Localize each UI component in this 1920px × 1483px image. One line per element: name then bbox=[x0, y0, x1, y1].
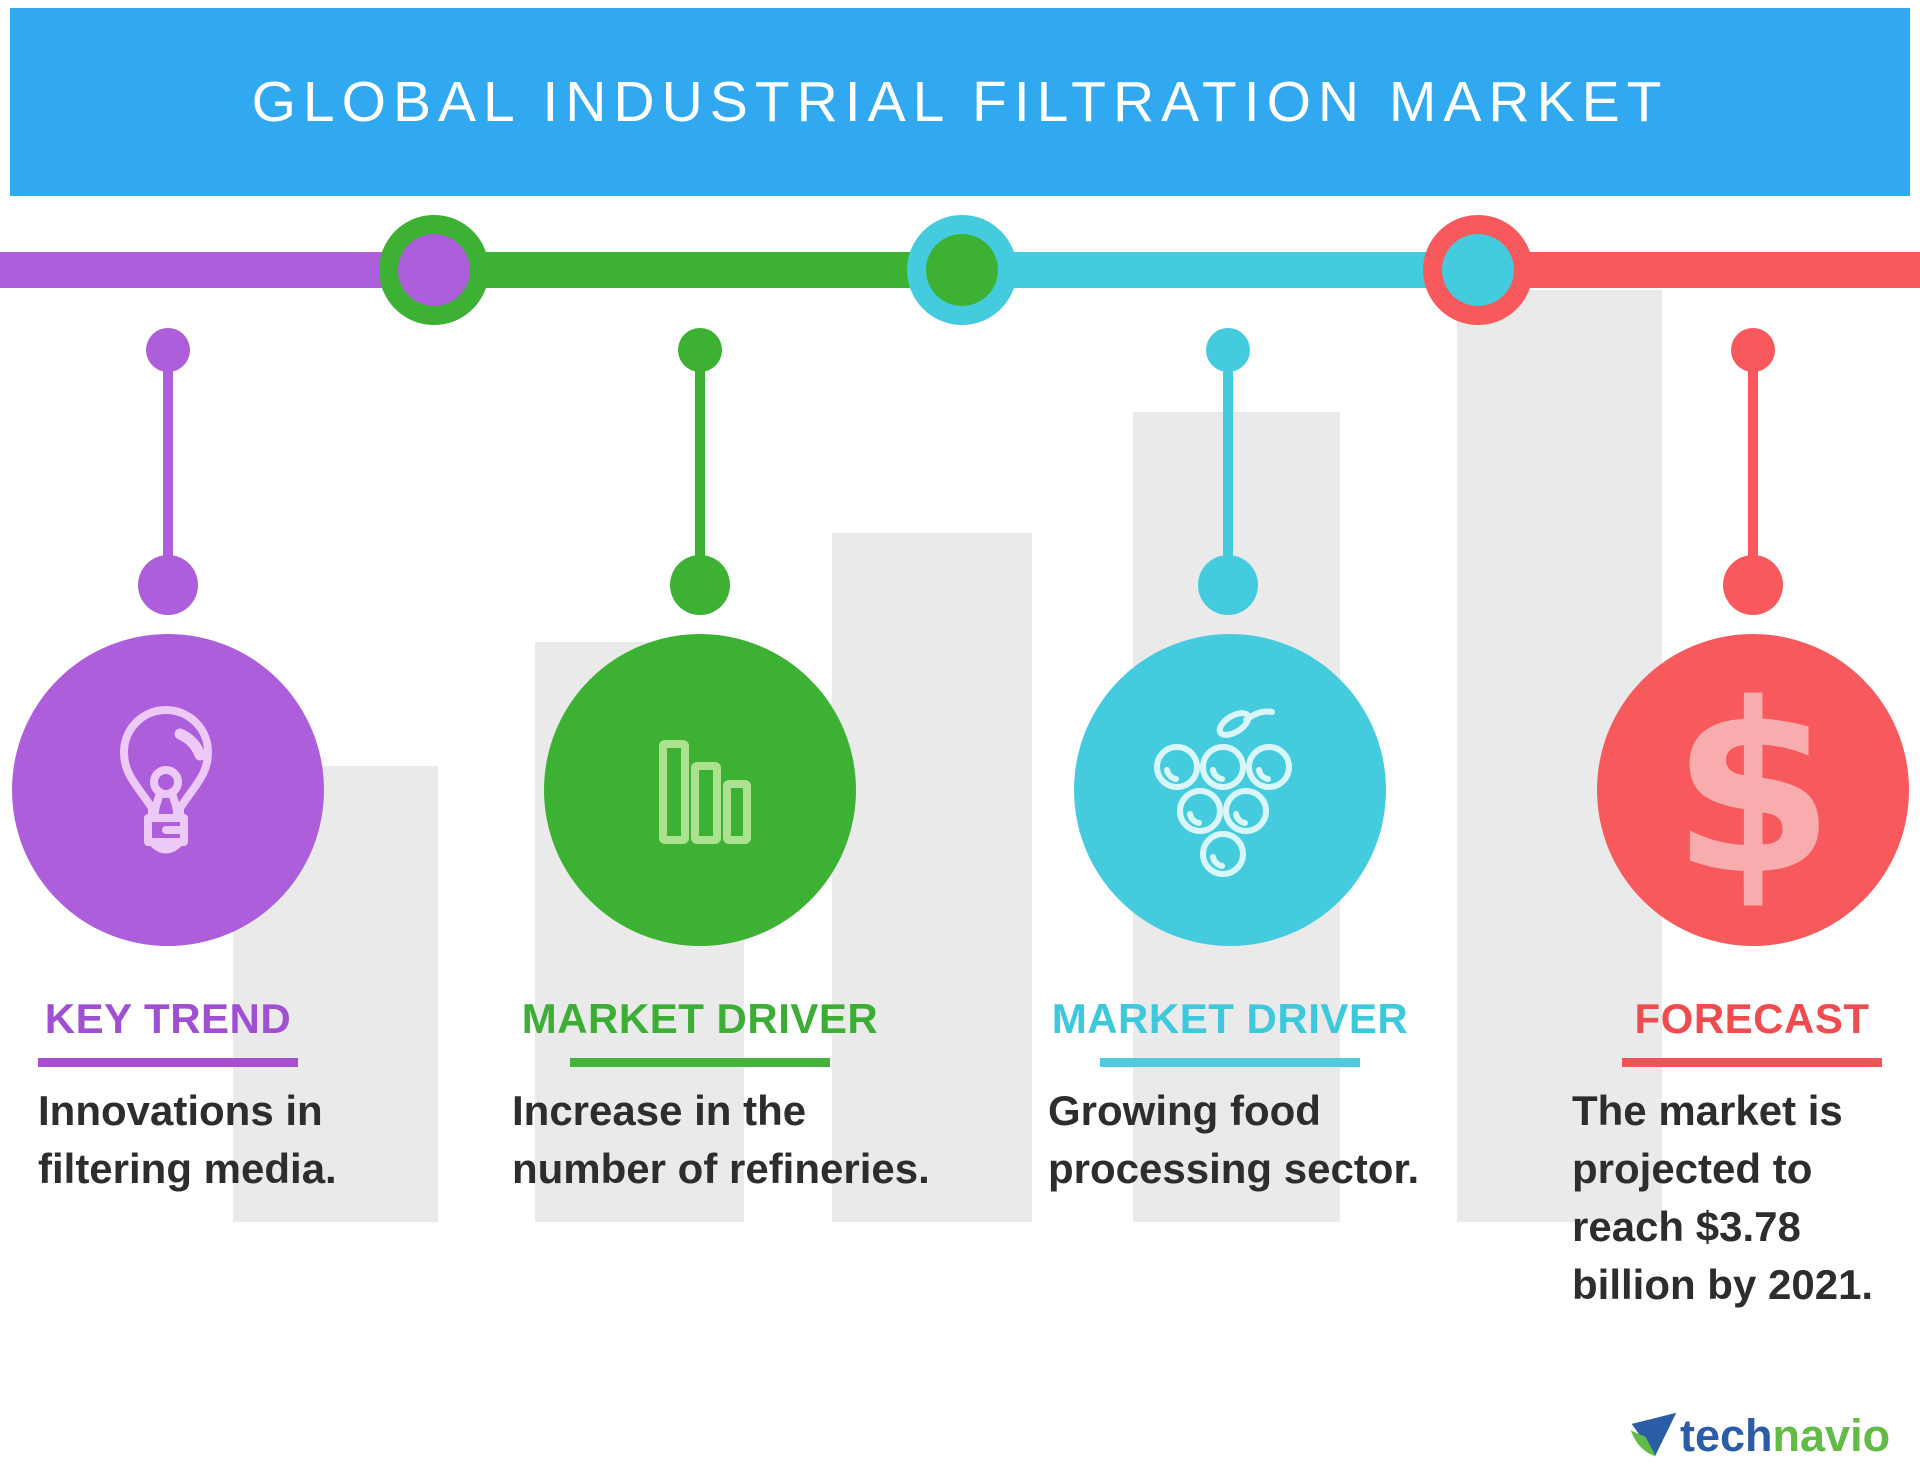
body-line: filtering media. bbox=[38, 1145, 337, 1192]
body-line: processing sector. bbox=[1048, 1145, 1420, 1192]
key-trend-circle bbox=[12, 634, 324, 946]
bar-chart-icon bbox=[659, 740, 751, 844]
forecast-body: The market is projected to reach $3.78 b… bbox=[1572, 1082, 1873, 1314]
lollipop-bottom-dot bbox=[1198, 555, 1258, 615]
key-trend-underline bbox=[38, 1058, 298, 1067]
market-driver-2-body: Growing food processing sector. bbox=[1048, 1082, 1419, 1198]
title-banner: GLOBAL INDUSTRIAL FILTRATION MARKET bbox=[10, 8, 1910, 196]
dollar-icon: $ bbox=[1671, 653, 1835, 927]
lollipop-line bbox=[695, 350, 705, 585]
lightbulb-icon bbox=[120, 706, 212, 854]
timeline-segment-green bbox=[434, 252, 962, 288]
technavio-plane-icon bbox=[1630, 1412, 1677, 1457]
timeline-junction-2-dot bbox=[926, 234, 998, 306]
body-line: billion by 2021. bbox=[1572, 1261, 1874, 1308]
market-driver-2-heading: MARKET DRIVER bbox=[1051, 995, 1409, 1042]
timeline-junction-3 bbox=[1423, 215, 1533, 325]
market-driver-2-circle bbox=[1074, 634, 1386, 946]
body-line: Increase in the bbox=[512, 1087, 807, 1134]
body-line: Growing food bbox=[1048, 1087, 1321, 1134]
timeline-segment-red bbox=[1478, 252, 1920, 288]
brand-name-navio: navio bbox=[1772, 1410, 1891, 1461]
timeline-junction-3-dot bbox=[1442, 234, 1514, 306]
timeline-segment-cyan bbox=[962, 252, 1478, 288]
market-driver-1-underline bbox=[570, 1058, 830, 1067]
lollipop-bottom-dot bbox=[1723, 555, 1783, 615]
page-title: GLOBAL INDUSTRIAL FILTRATION MARKET bbox=[251, 70, 1669, 134]
lollipop-line bbox=[163, 350, 173, 585]
body-line: The market is bbox=[1572, 1087, 1843, 1134]
key-trend-body: Innovations in filtering media. bbox=[38, 1082, 337, 1198]
body-line: Innovations in bbox=[38, 1087, 323, 1134]
timeline-junction-1 bbox=[379, 215, 489, 325]
lollipop-line bbox=[1748, 350, 1758, 585]
timeline-junction-1-dot bbox=[398, 234, 470, 306]
market-driver-1-heading: MARKET DRIVER bbox=[521, 995, 879, 1042]
timeline-junction-2 bbox=[907, 215, 1017, 325]
market-driver-1-circle bbox=[544, 634, 856, 946]
background-bar-3 bbox=[832, 533, 1032, 1222]
key-trend-heading: KEY TREND bbox=[44, 995, 292, 1042]
market-driver-1-body: Increase in the number of refineries. bbox=[512, 1082, 930, 1198]
forecast-circle: $ bbox=[1597, 634, 1909, 946]
grapes-icon bbox=[1154, 708, 1292, 877]
body-line: projected to bbox=[1572, 1145, 1813, 1192]
forecast-heading: FORECAST bbox=[1634, 995, 1870, 1042]
timeline-segment-purple bbox=[0, 252, 434, 288]
body-line: number of refineries. bbox=[512, 1145, 930, 1192]
brand-name-tech: tech bbox=[1680, 1410, 1773, 1461]
body-line: reach $3.78 bbox=[1572, 1203, 1801, 1250]
lollipop-bottom-dot bbox=[670, 555, 730, 615]
lollipop-bottom-dot bbox=[138, 555, 198, 615]
market-driver-2-underline bbox=[1100, 1058, 1360, 1067]
lollipop-line bbox=[1223, 350, 1233, 585]
forecast-underline bbox=[1622, 1058, 1882, 1067]
